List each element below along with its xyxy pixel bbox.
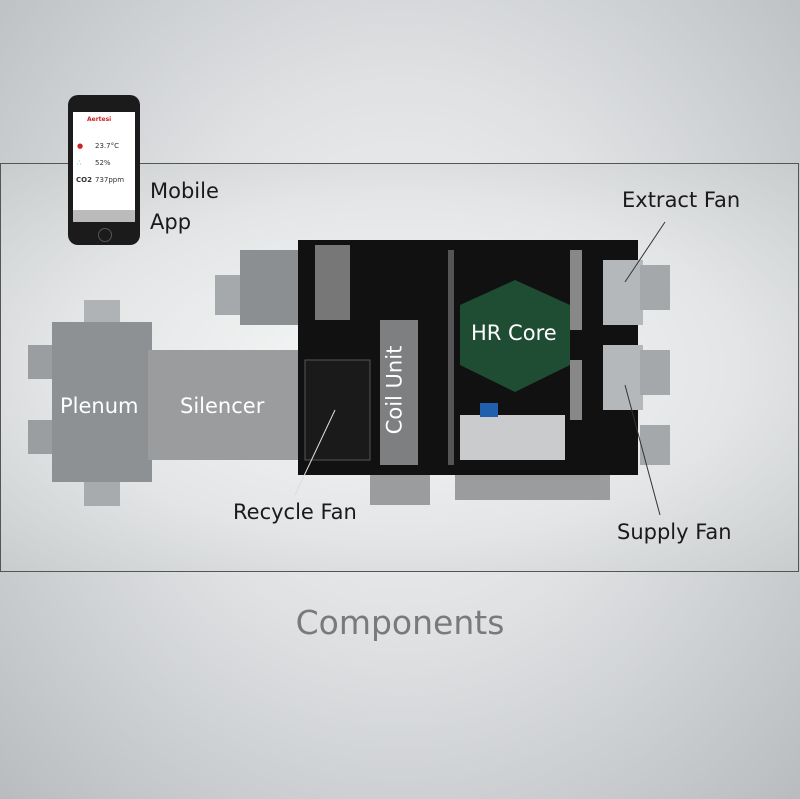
damper <box>315 245 350 320</box>
bypass-bottom <box>570 360 582 420</box>
duct-right-2 <box>640 350 670 395</box>
humidity-value: 52% <box>95 159 111 167</box>
extract-fan <box>603 260 643 325</box>
divider <box>448 250 454 465</box>
label-extract-fan: Extract Fan <box>622 188 741 212</box>
home-button <box>98 228 112 242</box>
base-left <box>370 475 430 505</box>
leader-extract <box>624 221 666 283</box>
phone-screen: Aertesi ● 23.7°C ∴ 52% CO2 737ppm <box>73 112 135 222</box>
duct-bottom <box>84 478 120 506</box>
mobile-phone: Aertesi ● 23.7°C ∴ 52% CO2 737ppm <box>68 95 140 245</box>
label-recycle-fan: Recycle Fan <box>233 500 357 524</box>
hr-core-hexagon <box>460 280 570 392</box>
coil-unit <box>380 320 418 465</box>
recycle-fan <box>304 359 371 461</box>
bypass-top <box>570 250 582 330</box>
label-hr-core: HR Core <box>471 321 557 345</box>
label-mobile-app-1: Mobile <box>150 179 219 203</box>
label-supply-fan: Supply Fan <box>617 520 732 544</box>
label-mobile-app-2: App <box>150 210 192 234</box>
label-coil-unit: Coil Unit <box>382 345 407 435</box>
thermometer-icon: ● <box>77 142 84 150</box>
temperature-value: 23.7°C <box>95 142 119 150</box>
leader-recycle <box>294 409 336 496</box>
supply-fan <box>603 345 643 410</box>
label-silencer: Silencer <box>180 394 265 418</box>
co2-value: 737ppm <box>95 176 125 184</box>
leader-supply <box>624 384 661 516</box>
brand-logo: Aertesi <box>87 116 112 123</box>
humidity-icon: ∴ <box>77 159 82 167</box>
pump <box>480 403 498 417</box>
base-right <box>455 475 610 500</box>
co2-label: CO2 <box>76 176 92 184</box>
duct-top <box>84 300 120 326</box>
plenum-box <box>52 322 152 482</box>
duct-right-1 <box>640 265 670 310</box>
label-plenum: Plenum <box>60 394 139 418</box>
drain-tray <box>460 415 565 460</box>
page-title: Components <box>295 603 505 642</box>
phone-nav-bar <box>73 210 135 222</box>
silencer-box <box>148 350 298 460</box>
duct-box-upper <box>240 250 300 325</box>
